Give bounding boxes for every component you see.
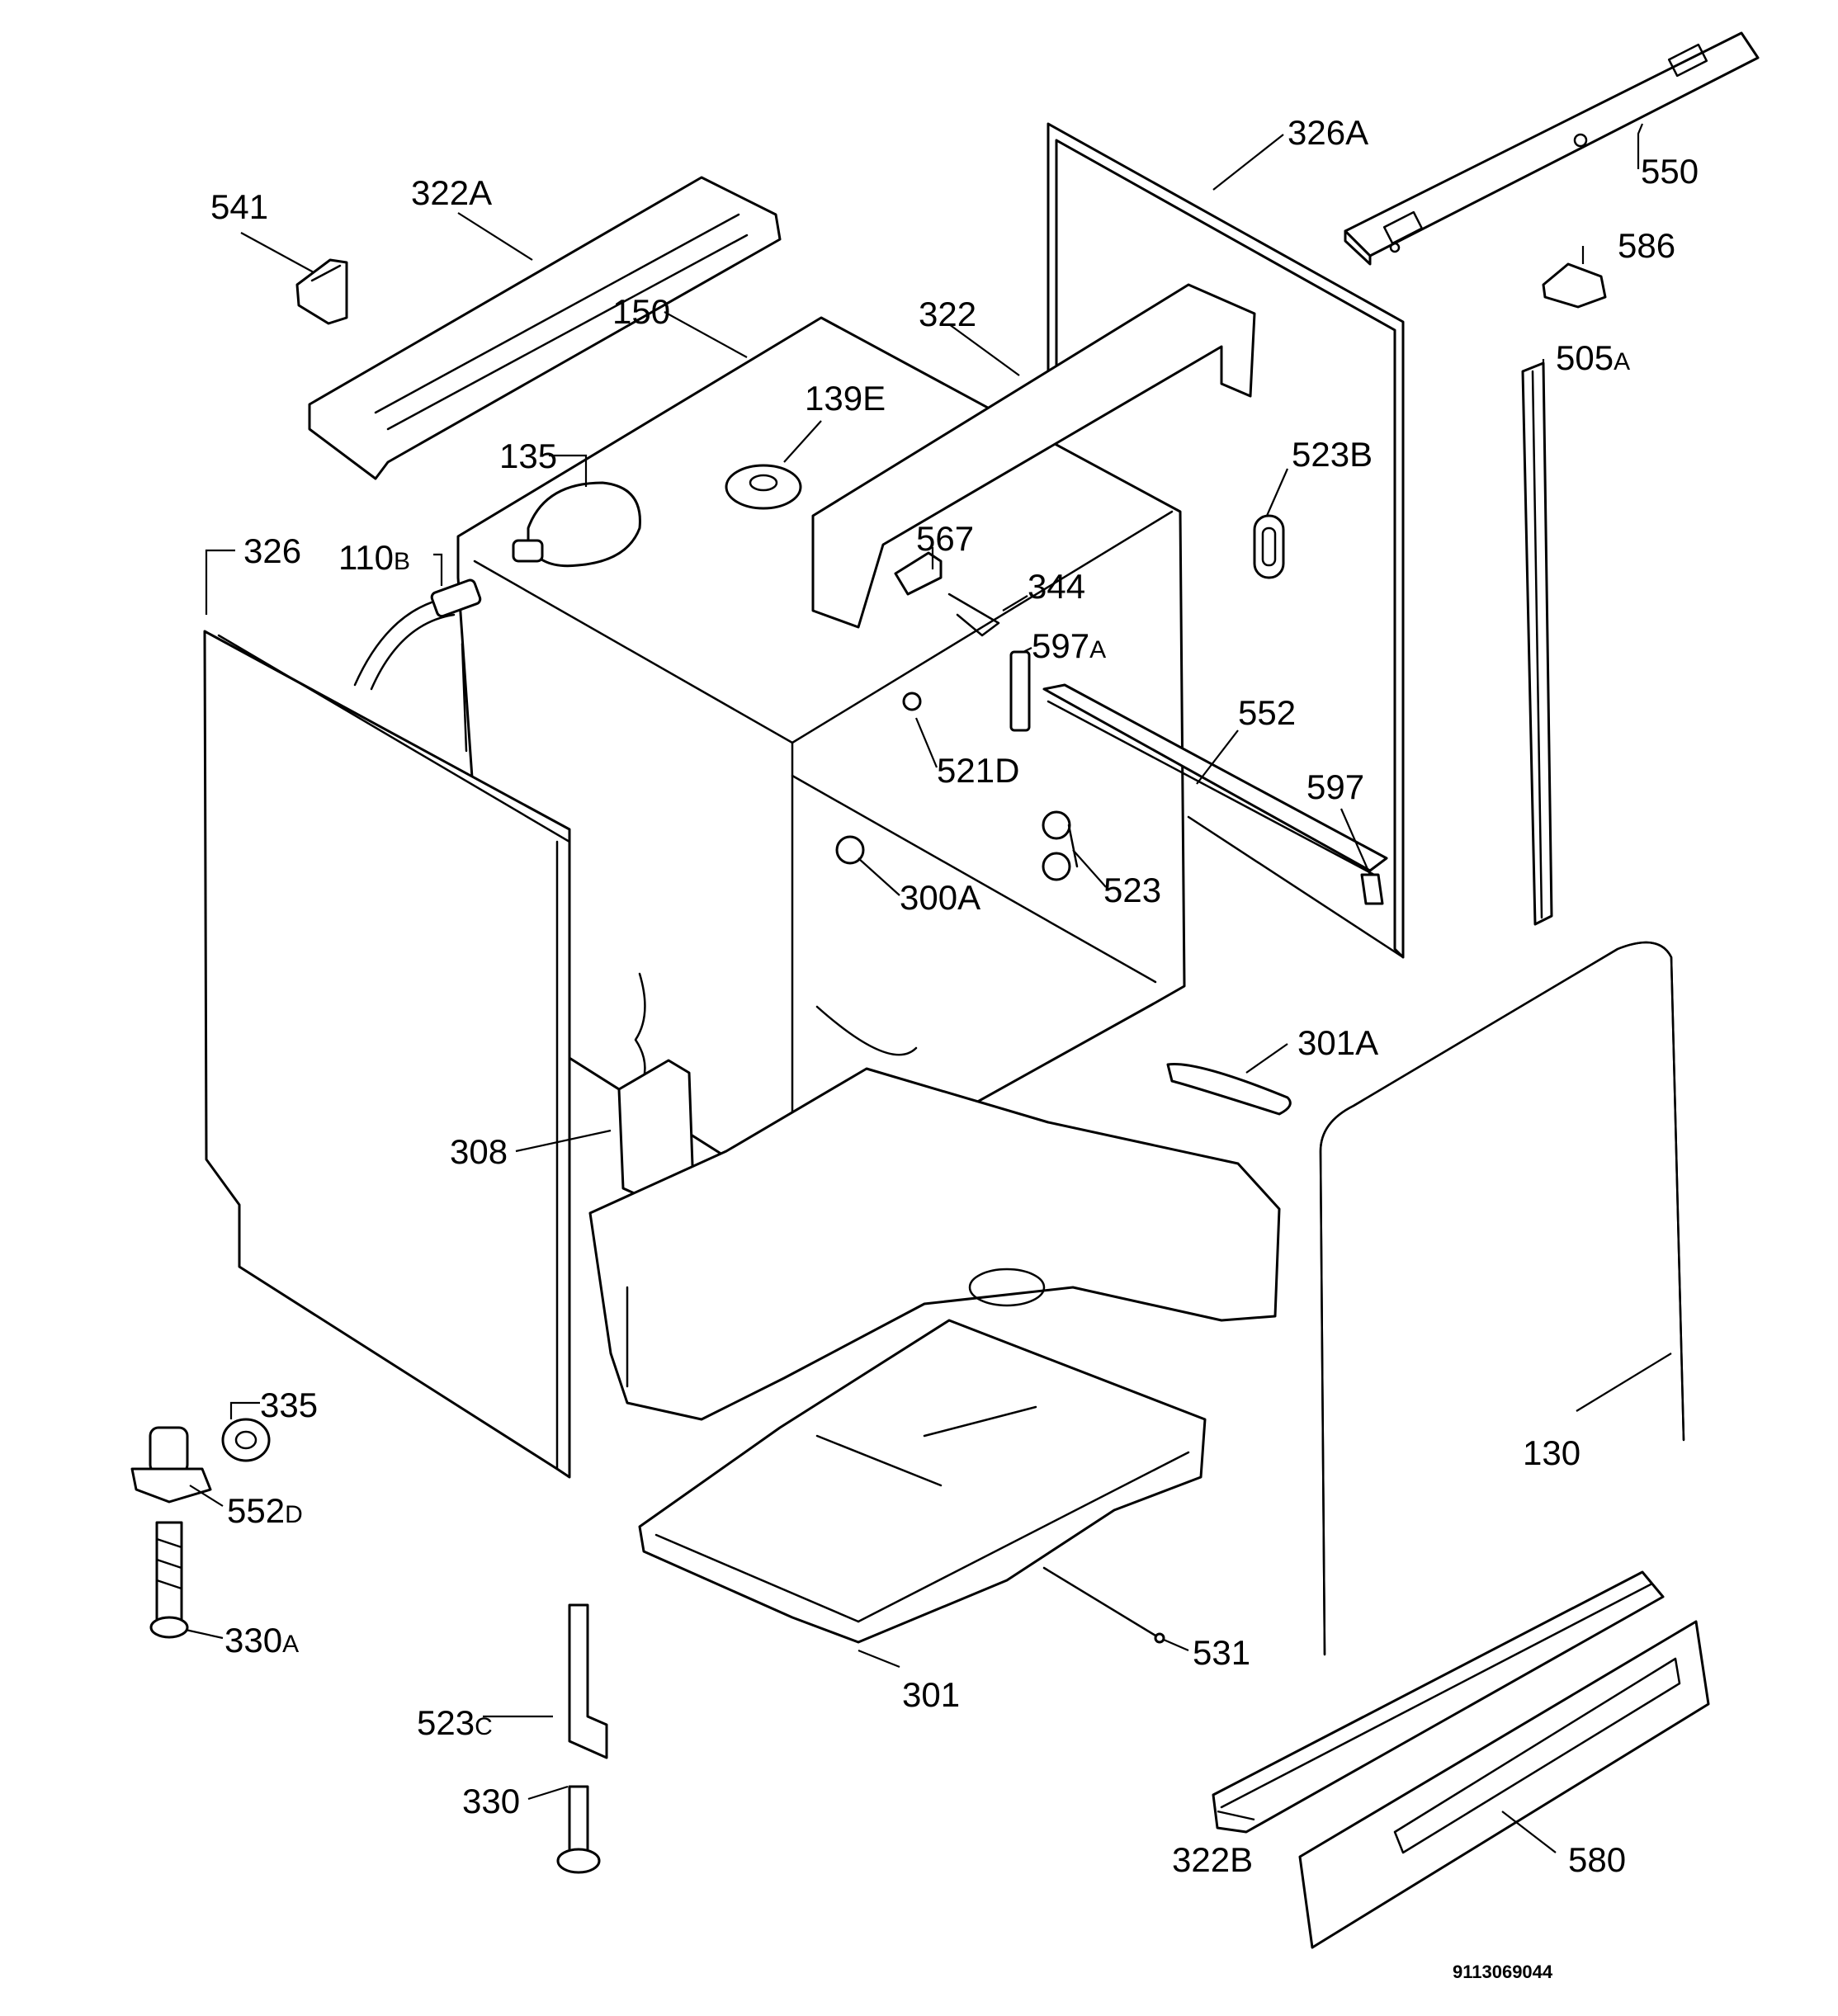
part-322-frame bbox=[811, 283, 1256, 629]
part-335-gear bbox=[221, 1418, 271, 1462]
callout-135: 135 bbox=[499, 437, 557, 475]
callout-labels: 326A 550 541 322A 586 150 322 505A 139E … bbox=[210, 113, 1699, 1982]
part-567-clip bbox=[894, 551, 943, 596]
part-330A-screw bbox=[149, 1521, 189, 1639]
callout-301A: 301A bbox=[1297, 1023, 1378, 1062]
callout-301: 301 bbox=[902, 1675, 960, 1714]
part-139E-nozzle bbox=[725, 464, 802, 510]
callout-335: 335 bbox=[260, 1386, 318, 1424]
callout-567: 567 bbox=[916, 519, 974, 558]
callout-330A: 330A bbox=[224, 1621, 299, 1660]
part-322A-bracket bbox=[308, 176, 782, 480]
part-552D-motor bbox=[130, 1426, 212, 1504]
callout-531: 531 bbox=[1193, 1633, 1250, 1672]
callout-130: 130 bbox=[1523, 1433, 1580, 1472]
callout-322A: 322A bbox=[411, 173, 492, 212]
part-597A-latch bbox=[1009, 650, 1031, 732]
part-586-bracket bbox=[1542, 262, 1607, 309]
part-322B-rail bbox=[1212, 1570, 1665, 1834]
callout-308: 308 bbox=[450, 1132, 508, 1171]
part-541-clip bbox=[295, 258, 348, 325]
callout-322B: 322B bbox=[1172, 1840, 1253, 1879]
callout-550: 550 bbox=[1641, 152, 1699, 191]
callout-110B: 110B bbox=[338, 538, 410, 577]
callout-523C: 523C bbox=[417, 1703, 493, 1742]
callout-580: 580 bbox=[1568, 1840, 1626, 1879]
part-552-rail bbox=[1042, 683, 1388, 876]
part-130-seal bbox=[1319, 941, 1685, 1656]
part-344-wire bbox=[947, 593, 1000, 637]
callout-541: 541 bbox=[210, 187, 268, 226]
callout-552: 552 bbox=[1238, 693, 1296, 732]
callout-523: 523 bbox=[1103, 871, 1161, 909]
part-301-tray bbox=[638, 1319, 1207, 1644]
part-521D-nut bbox=[902, 692, 922, 711]
callout-552D: 552D bbox=[227, 1491, 303, 1530]
callout-597A: 597A bbox=[1032, 626, 1106, 665]
callout-505A: 505A bbox=[1556, 338, 1630, 377]
part-597-latch bbox=[1360, 873, 1384, 905]
callout-139E: 139E bbox=[805, 379, 886, 418]
part-523B-grommet bbox=[1253, 514, 1285, 579]
leader-lines bbox=[185, 123, 1672, 1853]
callout-322: 322 bbox=[919, 295, 976, 333]
part-326-side-panel bbox=[203, 630, 571, 1479]
part-550-top-rail bbox=[1344, 31, 1760, 266]
part-301A-handle bbox=[1166, 1063, 1292, 1116]
callout-330: 330 bbox=[462, 1782, 520, 1820]
callout-150: 150 bbox=[612, 292, 670, 331]
part-135-dispenser bbox=[512, 481, 641, 568]
part-300A-fitting bbox=[835, 835, 865, 865]
part-580-rail bbox=[1298, 1620, 1710, 1949]
part-base bbox=[588, 1067, 1281, 1421]
part-523C-bracket bbox=[568, 1603, 608, 1759]
part-523-rollers bbox=[1042, 810, 1079, 881]
callout-300A: 300A bbox=[900, 878, 980, 917]
callout-597: 597 bbox=[1306, 767, 1364, 806]
part-330-screw bbox=[556, 1785, 601, 1874]
callout-326A: 326A bbox=[1288, 113, 1368, 152]
part-505A-strip bbox=[1521, 361, 1553, 926]
callout-344: 344 bbox=[1028, 567, 1085, 606]
document-number: 9113069044 bbox=[1453, 1962, 1553, 1982]
part-531-rod bbox=[1042, 1566, 1165, 1644]
callout-523B: 523B bbox=[1292, 435, 1373, 474]
callout-521D: 521D bbox=[937, 751, 1019, 790]
callout-326: 326 bbox=[243, 531, 301, 570]
part-110B-hose bbox=[353, 578, 482, 753]
callout-586: 586 bbox=[1618, 226, 1675, 265]
